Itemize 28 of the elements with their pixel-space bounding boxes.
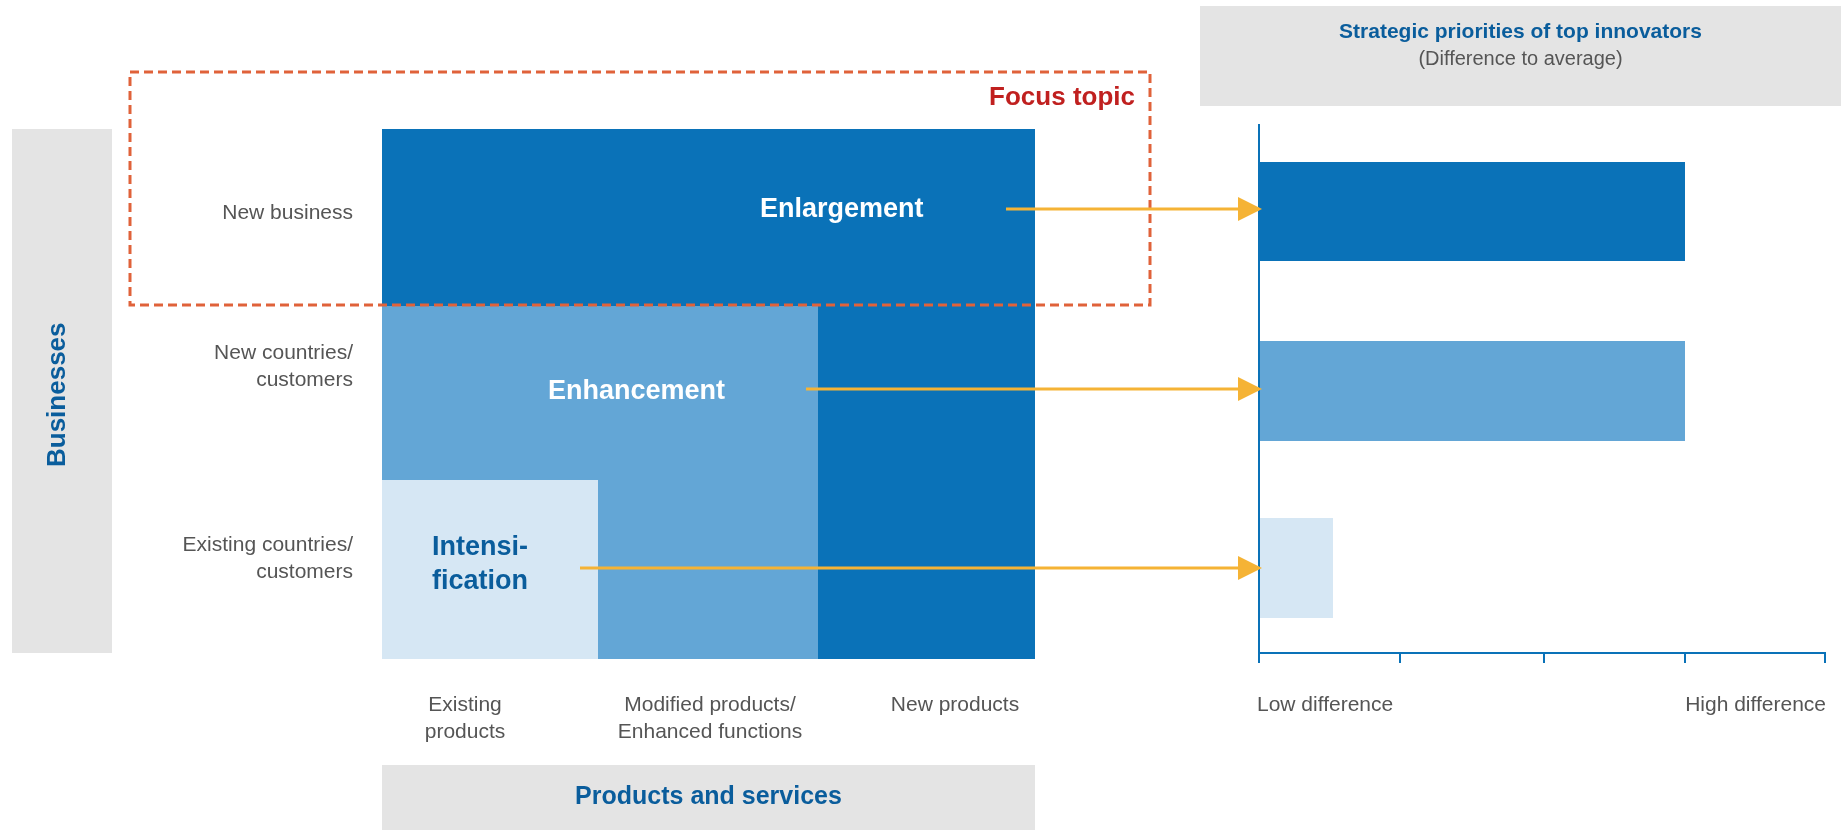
arrow — [806, 377, 1262, 401]
matrix-region — [382, 480, 598, 659]
region-label: Enlargement — [760, 192, 925, 225]
arrow — [1006, 197, 1262, 221]
column-label: New products — [889, 691, 1021, 717]
axis-label: Low difference — [1257, 691, 1395, 717]
region-label: Enhancement — [548, 374, 727, 407]
column-label: Modified products/ Enhanced functions — [616, 691, 804, 745]
bar — [1259, 518, 1333, 618]
row-label: New countries/ customers — [213, 339, 353, 393]
matrix-region — [382, 129, 1035, 659]
chart-subtitle: (Difference to average) — [1417, 46, 1624, 71]
axis-title: Businesses — [40, 321, 72, 470]
chart-title: Strategic priorities of top innovators — [1338, 18, 1703, 44]
arrow — [580, 556, 1262, 580]
region-label: Intensi- fication — [432, 530, 529, 597]
axis-band — [382, 765, 1035, 830]
column-label: Existing products — [423, 691, 507, 745]
row-label: Existing countries/ customers — [181, 531, 353, 585]
axis-label: High difference — [1684, 691, 1826, 717]
axis-title: Products and services — [574, 780, 843, 811]
bar — [1259, 162, 1685, 261]
axis-band — [12, 129, 112, 653]
frame-caption: Focus topic — [988, 80, 1135, 113]
bar — [1259, 341, 1685, 441]
matrix-region — [382, 306, 818, 659]
header-panel — [1200, 6, 1841, 106]
row-label: New business — [221, 199, 353, 225]
